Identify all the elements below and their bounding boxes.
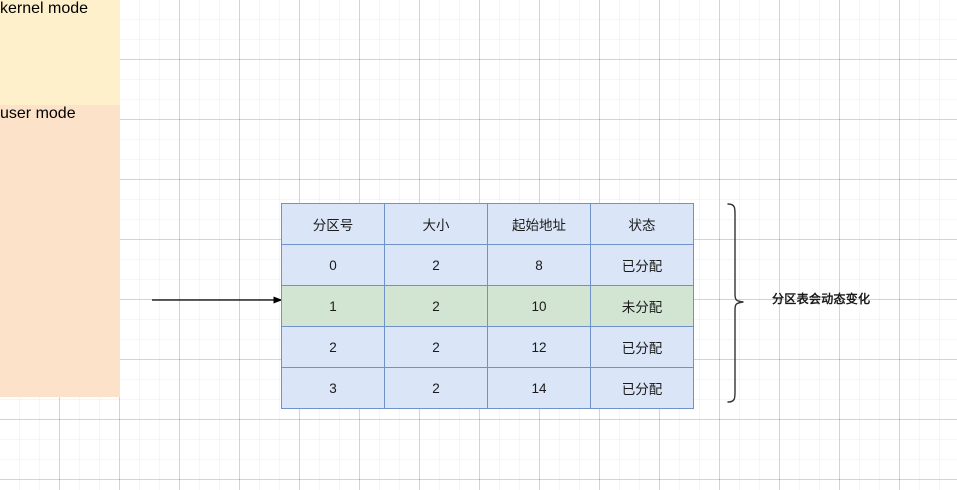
cell-size: 2 bbox=[384, 244, 488, 286]
table-header-row: 分区号 大小 起始地址 状态 bbox=[281, 203, 694, 245]
brace-annotation-label: 分区表会动态变化 bbox=[772, 292, 871, 306]
partition-table: 分区号 大小 起始地址 状态 0 2 8 已分配 1 2 10 未分配 2 2 bbox=[281, 203, 694, 409]
user-mode-label: user mode bbox=[0, 105, 76, 122]
user-mode-box[interactable]: user mode bbox=[0, 105, 120, 397]
cell-partition-id: 0 bbox=[281, 244, 385, 286]
cell-start-address: 12 bbox=[487, 326, 591, 368]
column-header-start-address: 起始地址 bbox=[487, 203, 591, 245]
cell-partition-id: 2 bbox=[281, 326, 385, 368]
cell-size: 2 bbox=[384, 326, 488, 368]
cell-partition-id: 3 bbox=[281, 367, 385, 409]
column-header-size: 大小 bbox=[384, 203, 488, 245]
column-header-status: 状态 bbox=[590, 203, 694, 245]
cell-status: 未分配 bbox=[590, 285, 694, 327]
cell-partition-id: 1 bbox=[281, 285, 385, 327]
cell-status: 已分配 bbox=[590, 244, 694, 286]
cell-start-address: 10 bbox=[487, 285, 591, 327]
table-row[interactable]: 3 2 14 已分配 bbox=[281, 367, 694, 409]
cell-start-address: 8 bbox=[487, 244, 591, 286]
cell-size: 2 bbox=[384, 367, 488, 409]
table-row[interactable]: 0 2 8 已分配 bbox=[281, 244, 694, 286]
user-mode-to-partition-table-arrow bbox=[152, 296, 283, 304]
cell-status: 已分配 bbox=[590, 367, 694, 409]
table-row[interactable]: 1 2 10 未分配 bbox=[281, 285, 694, 327]
table-row[interactable]: 2 2 12 已分配 bbox=[281, 326, 694, 368]
column-header-partition-id: 分区号 bbox=[281, 203, 385, 245]
kernel-mode-box[interactable]: kernel mode bbox=[0, 0, 120, 105]
curly-brace-icon bbox=[727, 203, 744, 403]
cell-size: 2 bbox=[384, 285, 488, 327]
kernel-mode-label: kernel mode bbox=[0, 0, 89, 17]
cell-status: 已分配 bbox=[590, 326, 694, 368]
cell-start-address: 14 bbox=[487, 367, 591, 409]
